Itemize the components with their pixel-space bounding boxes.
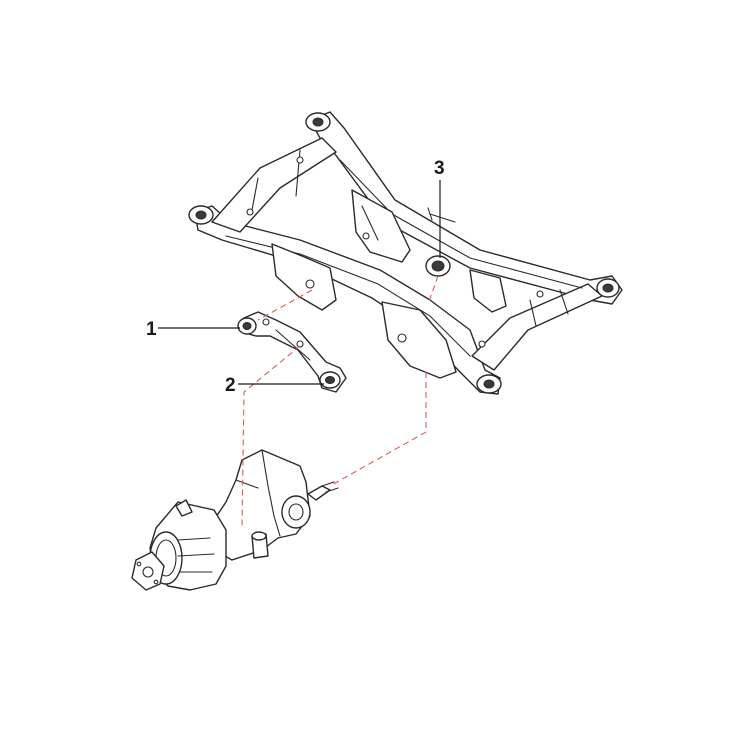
part-3-bushing bbox=[425, 255, 451, 277]
part-1-2-support-link bbox=[237, 311, 347, 393]
subframe bbox=[188, 111, 623, 395]
alignment-guides bbox=[241, 275, 439, 529]
callout-label-1: 1 bbox=[146, 319, 157, 340]
callout-label-3: 3 bbox=[434, 158, 445, 179]
final-drive-housing bbox=[131, 449, 339, 591]
callout-label-2: 2 bbox=[225, 375, 236, 396]
